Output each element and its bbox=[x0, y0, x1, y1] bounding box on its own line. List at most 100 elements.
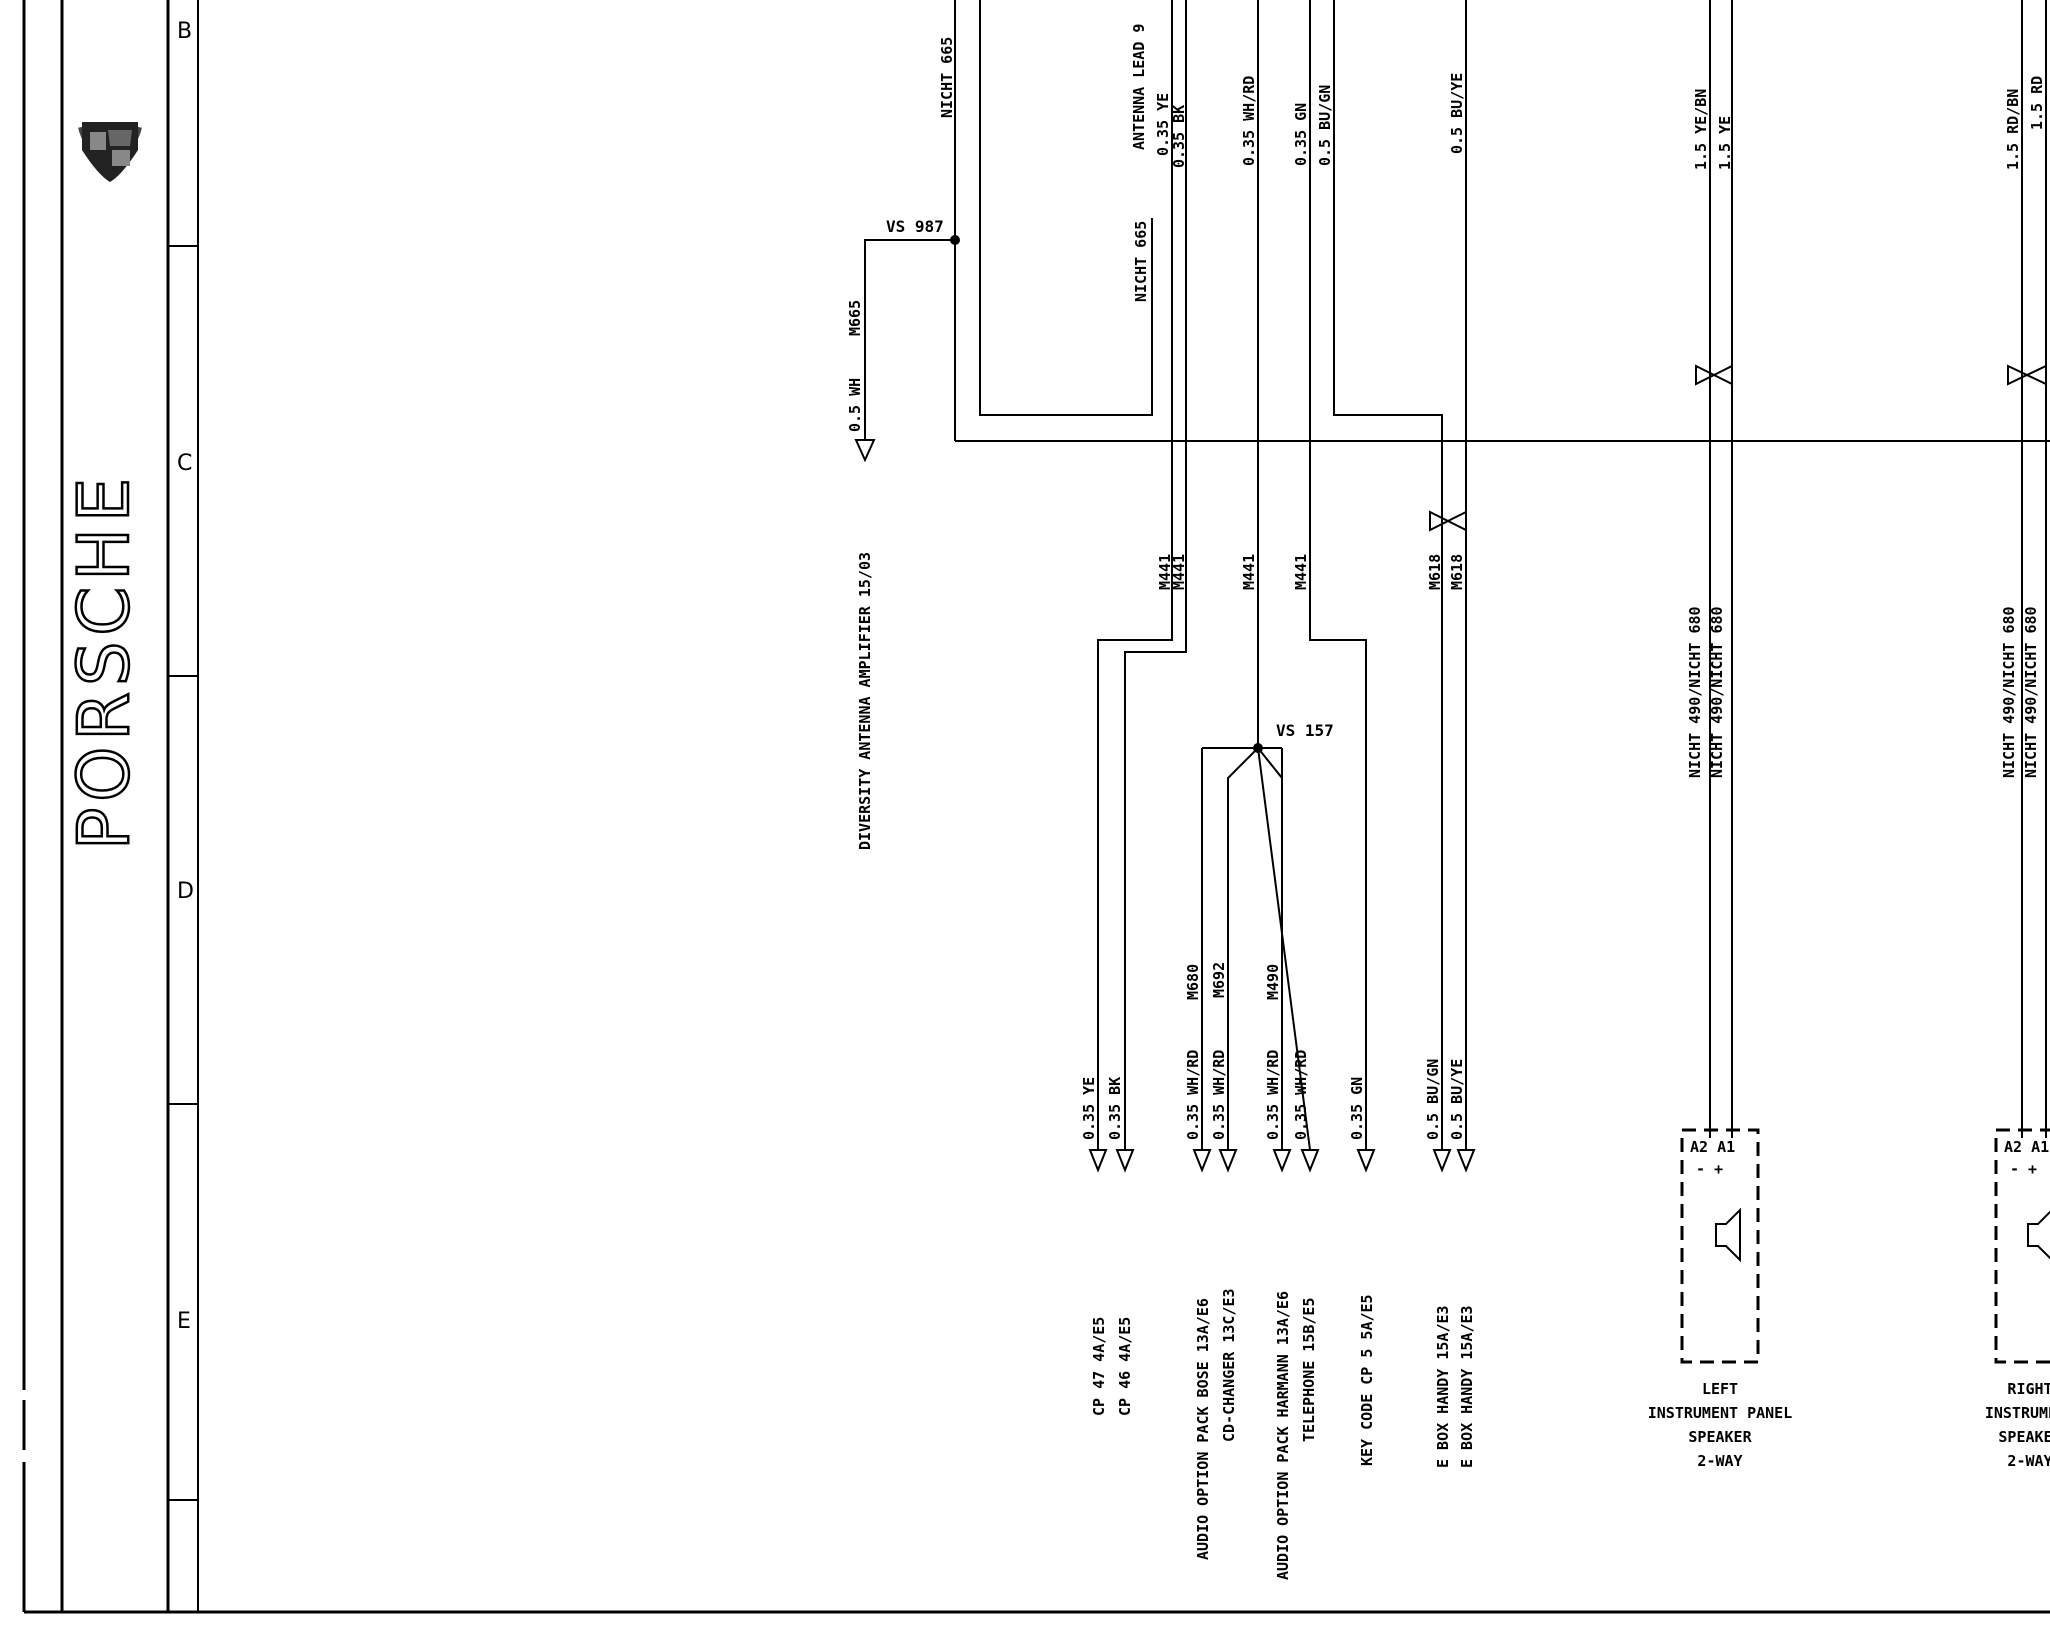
speaker-icon bbox=[1715, 1207, 1741, 1263]
bottom-wire-1: 0.35 YE bbox=[1080, 1077, 1098, 1140]
svg-text:CP 47 4A/E5: CP 47 4A/E5 bbox=[1090, 1317, 1108, 1416]
label-m441-d: M441 bbox=[1292, 554, 1310, 590]
svg-text:0.5 WH: 0.5 WH bbox=[846, 378, 864, 432]
porsche-crest-icon bbox=[78, 122, 142, 182]
terminal-cdchanger bbox=[1218, 1149, 1238, 1173]
svg-text:M490: M490 bbox=[1264, 964, 1282, 1000]
bottom-wire-2: 0.35 BK bbox=[1106, 1077, 1124, 1140]
svg-text:0.35 GN: 0.35 GN bbox=[1348, 1077, 1366, 1140]
label-bugn-top: 0.5 BU/GN bbox=[1316, 85, 1334, 166]
speaker-right-title: RIGHT INSTRUMENT SPEAKER 2-WAY bbox=[1985, 1380, 2050, 1470]
svg-text:M441: M441 bbox=[1170, 554, 1188, 590]
label-vs157: VS 157 bbox=[1276, 721, 1334, 740]
svg-text:CP 46 4A/E5: CP 46 4A/E5 bbox=[1116, 1317, 1134, 1416]
svg-text:0.35 WH/RD: 0.35 WH/RD bbox=[1210, 1050, 1228, 1140]
svg-text:NICHT 490/NICHT 680: NICHT 490/NICHT 680 bbox=[2022, 606, 2040, 778]
speaker-left bbox=[1680, 1128, 1760, 1364]
splice-vs157 bbox=[1253, 743, 1263, 753]
connector-label-cdchanger: CD-CHANGER 13C/E3 bbox=[1220, 1288, 1238, 1442]
speaker-left-title: LEFT INSTRUMENT PANEL SPEAKER 2-WAY bbox=[1648, 1380, 1793, 1470]
bottom-wire-6: 0.35 WH/RD bbox=[1292, 1050, 1310, 1140]
brand-wordmark: PORSCHE bbox=[62, 471, 147, 852]
svg-text:M692: M692 bbox=[1210, 962, 1228, 998]
svg-text:A2 A1: A2 A1 bbox=[1690, 1138, 1735, 1156]
svg-text:NICHT 665: NICHT 665 bbox=[1132, 221, 1150, 302]
svg-text:NICHT 490/NICHT 680: NICHT 490/NICHT 680 bbox=[2000, 606, 2018, 778]
svg-text:0.5 BU/GN: 0.5 BU/GN bbox=[1316, 85, 1334, 166]
terminal-ebox1 bbox=[1432, 1149, 1452, 1173]
bottom-wire-3: 0.35 WH/RD bbox=[1184, 1050, 1202, 1140]
bottom-wire-8: 0.5 BU/GN bbox=[1424, 1059, 1442, 1140]
svg-text:2-WAY: 2-WAY bbox=[2007, 1452, 2050, 1470]
label-nicht490-c: NICHT 490/NICHT 680 bbox=[2000, 606, 2018, 778]
connector-terminals bbox=[854, 439, 1476, 1173]
svg-text:2-WAY: 2-WAY bbox=[1697, 1452, 1742, 1470]
label-m618-b: M618 bbox=[1448, 554, 1466, 590]
svg-text:0.35 BK: 0.35 BK bbox=[1106, 1077, 1124, 1140]
terminal-bose bbox=[1192, 1149, 1212, 1173]
label-ye-top: 0.35 YE bbox=[1154, 93, 1172, 156]
bottom-wire-7: 0.35 GN bbox=[1348, 1077, 1366, 1140]
label-rdbn: 1.5 RD/BN bbox=[2004, 89, 2022, 170]
svg-text:M618: M618 bbox=[1426, 554, 1444, 590]
label-nicht665: NICHT 665 bbox=[1132, 221, 1150, 302]
splice-vs987 bbox=[950, 235, 960, 245]
svg-text:RIGHT: RIGHT bbox=[2007, 1380, 2050, 1398]
connector-label-ebox2: E BOX HANDY 15A/E3 bbox=[1458, 1305, 1476, 1468]
label-m618-a: M618 bbox=[1426, 554, 1444, 590]
speaker-right-pins: A2 A1 bbox=[2004, 1138, 2049, 1156]
bottom-code-m692: M692 bbox=[1210, 962, 1228, 998]
label-m441-b: M441 bbox=[1170, 554, 1188, 590]
label-m441-a: M441 bbox=[1156, 554, 1174, 590]
svg-text:ANTENNA LEAD 9: ANTENNA LEAD 9 bbox=[1130, 24, 1148, 150]
svg-text:INSTRUMENT PANEL: INSTRUMENT PANEL bbox=[1648, 1404, 1793, 1422]
svg-text:0.35 WH/RD: 0.35 WH/RD bbox=[1240, 76, 1258, 166]
terminal-telephone bbox=[1300, 1149, 1320, 1173]
label-yebn: 1.5 YE/BN bbox=[1692, 89, 1710, 170]
svg-text:M618: M618 bbox=[1448, 554, 1466, 590]
label-gn-top: 0.35 GN bbox=[1292, 103, 1310, 166]
svg-text:0.35 WH/RD: 0.35 WH/RD bbox=[1264, 1050, 1282, 1140]
bottom-wire-5: 0.35 WH/RD bbox=[1264, 1050, 1282, 1140]
svg-text:AUDIO OPTION PACK HARMANN 13: AUDIO OPTION PACK HARMANN 13A/E6 bbox=[1274, 1291, 1292, 1580]
label-antenna-lead: ANTENNA LEAD 9 bbox=[1130, 24, 1148, 150]
svg-text:M680: M680 bbox=[1184, 964, 1202, 1000]
bottom-code-m680: M680 bbox=[1184, 964, 1202, 1000]
label-nicht665-top: NICHT 665 bbox=[938, 37, 956, 118]
svg-text:1.5 RD: 1.5 RD bbox=[2028, 76, 2046, 130]
label-rd15: 1.5 RD bbox=[2028, 76, 2046, 130]
speaker-icon bbox=[2027, 1210, 2050, 1260]
terminal-cp46 bbox=[1115, 1149, 1135, 1173]
label-nicht490-b: NICHT 490/NICHT 680 bbox=[1708, 606, 1726, 778]
svg-text:0.35 GN: 0.35 GN bbox=[1292, 103, 1310, 166]
svg-text:M441: M441 bbox=[1240, 554, 1258, 590]
label-nicht490-d: NICHT 490/NICHT 680 bbox=[2022, 606, 2040, 778]
speaker-right bbox=[1994, 1128, 2050, 1364]
svg-text:0.35 BK: 0.35 BK bbox=[1170, 105, 1188, 168]
connector-label-keycode: KEY CODE CP 5 5A/E5 bbox=[1358, 1294, 1376, 1466]
svg-text:NICHT 490/NICHT 680: NICHT 490/NICHT 680 bbox=[1686, 606, 1704, 778]
svg-text:A2 A1: A2 A1 bbox=[2004, 1138, 2049, 1156]
bottom-wire-4: 0.35 WH/RD bbox=[1210, 1050, 1228, 1140]
label-buye-top: 0.5 BU/YE bbox=[1448, 73, 1466, 154]
svg-text:SPEAKER: SPEAKER bbox=[1688, 1428, 1752, 1446]
bottom-wire-9: 0.5 BU/YE bbox=[1448, 1059, 1466, 1140]
svg-text:LEFT: LEFT bbox=[1702, 1380, 1738, 1398]
svg-text:AUDIO OPTION PACK BOSE 13A/E: AUDIO OPTION PACK BOSE 13A/E6 bbox=[1194, 1298, 1212, 1560]
svg-text:PORSCHE: PORSCHE bbox=[63, 472, 145, 850]
terminal-diversity bbox=[854, 439, 876, 463]
svg-text:1.5 YE/BN: 1.5 YE/BN bbox=[1692, 89, 1710, 170]
svg-text:0.35 WH/RD: 0.35 WH/RD bbox=[1292, 1050, 1310, 1140]
svg-text:B: B bbox=[177, 19, 192, 44]
svg-text:D: D bbox=[177, 879, 194, 904]
svg-text:1.5 YE: 1.5 YE bbox=[1716, 116, 1734, 170]
svg-text:E BOX HANDY 15A/E3: E BOX HANDY 15A/E3 bbox=[1458, 1305, 1476, 1468]
svg-text:M441: M441 bbox=[1292, 554, 1310, 590]
svg-text:KEY CODE CP 5 5A/E5: KEY CODE CP 5 5A/E5 bbox=[1358, 1294, 1376, 1466]
connector-label-ebox1: E BOX HANDY 15A/E3 bbox=[1434, 1305, 1452, 1468]
label-vs987: VS 987 bbox=[886, 217, 944, 236]
label-ye15: 1.5 YE bbox=[1716, 116, 1734, 170]
svg-text:0.5 BU/YE: 0.5 BU/YE bbox=[1448, 73, 1466, 154]
svg-text:NICHT 490/NICHT 680: NICHT 490/NICHT 680 bbox=[1708, 606, 1726, 778]
connector-label-cp47: CP 47 4A/E5 bbox=[1090, 1317, 1108, 1416]
